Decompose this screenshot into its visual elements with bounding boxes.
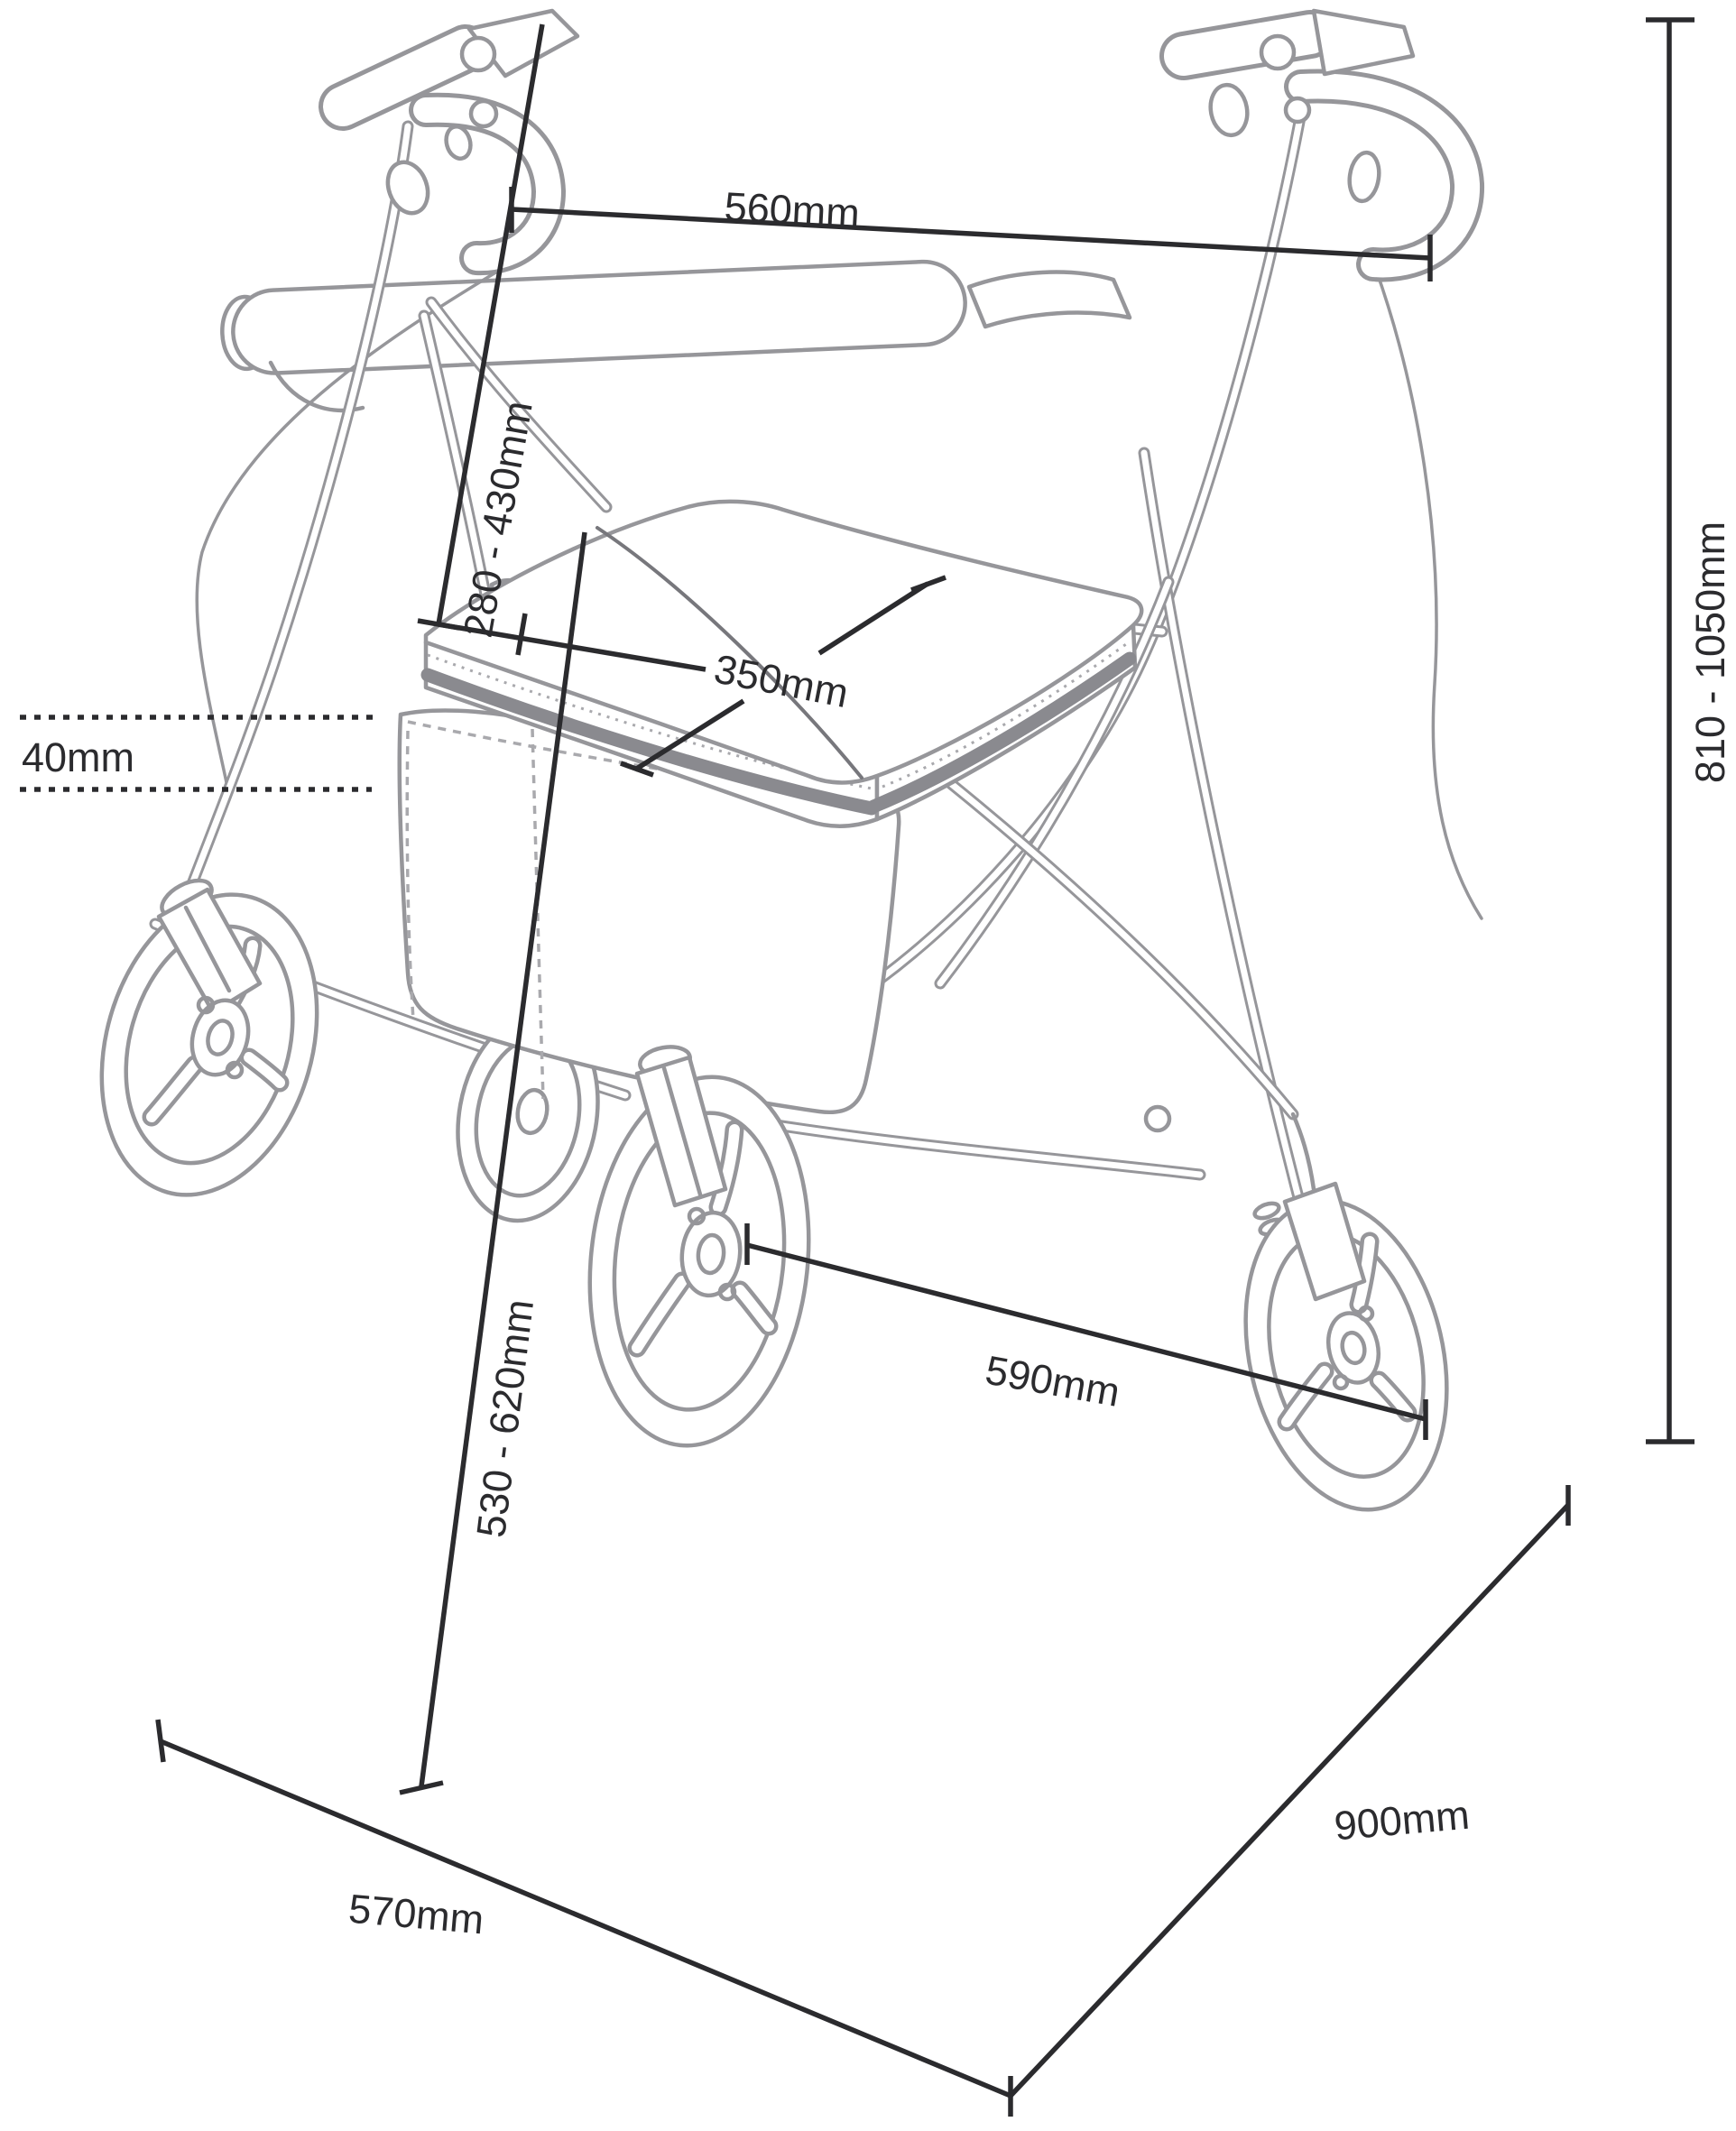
left-handle-assembly (343, 8, 580, 258)
dimension-overall-depth: 900mm (1008, 1485, 1571, 2098)
left-stem-collar (385, 160, 430, 216)
right-clamp-bolt-2 (1283, 96, 1312, 125)
backrest-pad-roll (231, 259, 967, 375)
dimension-label-cushion-thickness: 40mm (22, 734, 134, 780)
dimension-line-lower (633, 698, 745, 772)
front-right-hub-bolt-1 (717, 1282, 737, 1302)
dimension-label-overall-width: 570mm (346, 1886, 485, 1943)
front-right-hub-bolt-2 (687, 1206, 706, 1226)
left-brake-cable (195, 267, 503, 789)
left-clamp-bolt-1 (459, 35, 497, 73)
front-left-wheel (99, 878, 319, 1197)
right-clamp-bolt-1 (1259, 33, 1297, 71)
dimension-line (511, 207, 1431, 261)
right-stem-collar (1208, 82, 1250, 138)
front-right-wheel (587, 1045, 811, 1448)
end-tick (155, 1719, 166, 1763)
reference-tick (515, 613, 528, 656)
x-brace-link (1290, 1112, 1316, 1192)
dimension-overall-height: 810 - 1050mm (1646, 17, 1733, 1444)
dimension-label-handle-width: 560mm (724, 183, 862, 236)
cushion-zipper-stripe (420, 668, 879, 816)
dimension-line (1008, 1503, 1571, 2098)
left-clamp-oval (444, 125, 473, 161)
front-left-hub-center (206, 1019, 235, 1056)
end-tick (620, 761, 654, 778)
rollator-drawing (99, 8, 1483, 1512)
front-left-hub-bolt-2 (196, 995, 216, 1015)
cushion-center-seam (596, 526, 863, 780)
bag-seam-left (405, 730, 415, 1020)
rear-left-hub (515, 1087, 549, 1136)
rear-right-hub-bolt-1 (1357, 1305, 1375, 1323)
front-right-fork-line (661, 1066, 703, 1197)
dimension-cushion-thickness: 40mm (20, 715, 376, 792)
dimension-seat-width: 350mm (620, 575, 946, 778)
dimension-label-rear-track: 590mm (982, 1347, 1123, 1416)
rear-right-hub-center (1340, 1330, 1367, 1366)
left-clamp-bolt-2 (468, 98, 499, 129)
bag-seam-vertical (531, 728, 545, 1100)
end-tick (910, 575, 946, 593)
dimension-line (746, 1242, 1427, 1422)
rear-right-bracket (1282, 1181, 1367, 1302)
cushion-zipper-stripe-right (866, 651, 1137, 814)
dimension-handle-width: 560mm (509, 183, 1433, 281)
dimension-line (436, 23, 545, 625)
front-left-hub-bolt-1 (225, 1060, 245, 1080)
x-brace-pivot-bolt (1143, 1104, 1172, 1133)
dimension-label-overall-height: 810 - 1050mm (1687, 521, 1733, 783)
dimension-line (419, 531, 587, 1787)
dimension-line (159, 1739, 1012, 2099)
right-brake-lever-inner (1301, 87, 1467, 265)
right-grip-end-wedge (1311, 8, 1416, 77)
dimension-label-overall-depth: 900mm (1333, 1792, 1472, 1850)
frame-tubes (155, 88, 1316, 1225)
dimension-overall-width: 570mm (155, 1719, 1013, 2117)
right-clamp-oval (1347, 150, 1381, 204)
end-tick (399, 1780, 444, 1795)
dimension-line-upper (817, 581, 929, 656)
front-left-fork-line (183, 905, 232, 993)
front-right-hub-center (696, 1232, 726, 1276)
cushion-top-face (423, 499, 1144, 785)
seat-cushion (420, 499, 1144, 828)
right-handle-assembly (1184, 8, 1467, 265)
backrest-right-bracket (966, 270, 1132, 329)
rear-right-wheel (1243, 1181, 1449, 1512)
right-brake-cable (1373, 265, 1483, 920)
rear-right-hub-bolt-2 (1332, 1373, 1350, 1391)
rear-right-spring-coil-1 (1252, 1201, 1281, 1221)
backrest-pad (220, 259, 967, 375)
